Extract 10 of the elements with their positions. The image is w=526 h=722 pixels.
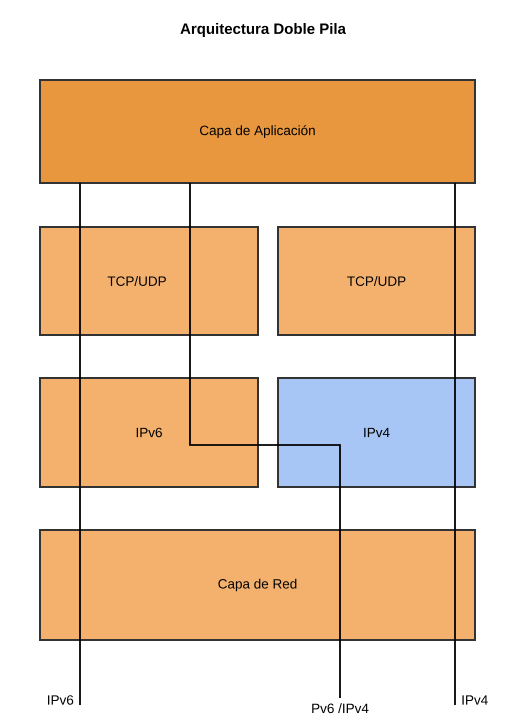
path-label: Pv6 /IPv4 bbox=[312, 703, 368, 714]
layer-box: TCP/UDP bbox=[277, 226, 476, 336]
layer-box: Capa de Red bbox=[39, 529, 476, 641]
title: Arquitectura Doble Pila bbox=[180, 23, 346, 37]
layer-box: Capa de Aplicación bbox=[39, 79, 476, 184]
layer-box: TCP/UDP bbox=[39, 226, 259, 336]
layer-box: IPv6 bbox=[39, 377, 259, 488]
layer-box: IPv4 bbox=[277, 377, 476, 488]
path-label: IPv4 bbox=[462, 695, 488, 705]
path-label: IPv6 bbox=[48, 695, 74, 705]
